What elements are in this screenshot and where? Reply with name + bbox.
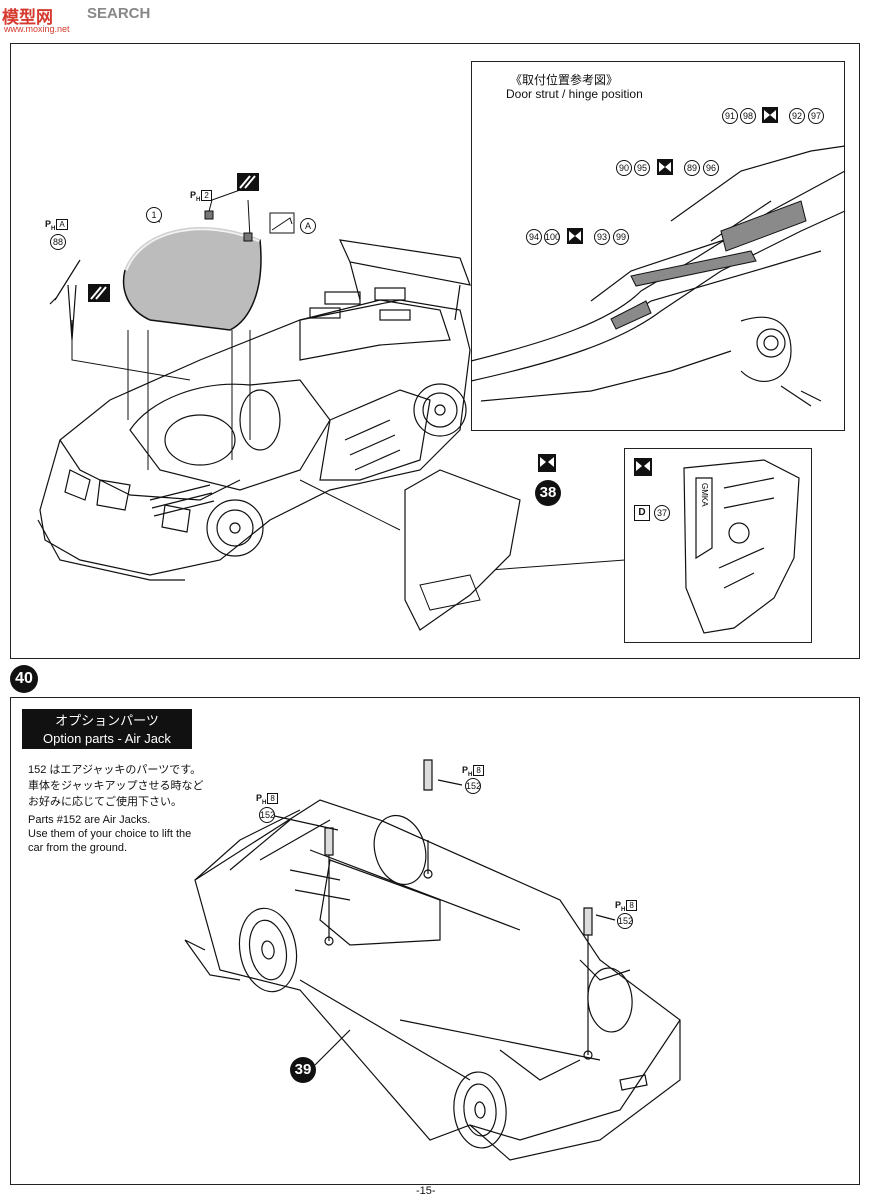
detail-part-37: 37 (654, 505, 670, 521)
step-40-badge: 40 (10, 665, 38, 693)
car-illustration-top (37, 114, 771, 631)
search-label: SEARCH (87, 5, 151, 22)
marker-a-label: A (300, 218, 316, 234)
air-jack-part-152: 152 (259, 807, 275, 823)
inset-door-detail (624, 448, 812, 643)
part-1-label: 1 (146, 207, 162, 223)
inset-part-100: 100 (544, 229, 560, 245)
inset-illustration (470, 145, 846, 407)
option-title-box: オプションパーツ Option parts - Air Jack (22, 709, 192, 749)
inset-part-98: 98 (740, 108, 756, 124)
inset-title-en: Door strut / hinge position (506, 87, 643, 101)
step-39-badge: 39 (290, 1057, 316, 1083)
step-38-badge: 38 (535, 480, 561, 506)
inset-part-91: 91 (722, 108, 738, 124)
note-en-line-3: car from the ground. (28, 842, 128, 854)
part-88-label: 88 (50, 234, 66, 250)
option-title-en: Option parts - Air Jack (43, 731, 171, 746)
note-jp-line-3: お好みに応じてご使用下さい。 (28, 796, 182, 808)
symmetry-icon (762, 107, 778, 123)
svg-text:GMKA: GMKA (700, 483, 709, 507)
symmetry-icon (567, 228, 583, 244)
door-part (404, 469, 521, 631)
inset-part-93: 93 (594, 229, 610, 245)
air-jack-part-152: 152 (617, 913, 633, 929)
door-detail-illustration: GMKA (683, 459, 800, 634)
note-en-line-1: Parts #152 are Air Jacks. (28, 814, 151, 826)
air-jack-part-152: 152 (465, 778, 481, 794)
bottom-panel (10, 697, 860, 1185)
symmetry-icon (657, 159, 673, 175)
note-en-line-2: Use them of your choice to lift the (28, 828, 192, 840)
inset-part-94: 94 (526, 229, 542, 245)
inset-part-97: 97 (808, 108, 824, 124)
inset-door-strut (471, 61, 845, 431)
symmetry-icon (538, 454, 556, 472)
inset-title-jp: 《取付位置参考図》 (510, 73, 619, 87)
page-number: -15- (416, 1185, 436, 1197)
inset-part-95: 95 (634, 160, 650, 176)
inset-part-90: 90 (616, 160, 632, 176)
option-title-jp: オプションパーツ (55, 713, 159, 728)
site-url: www.moxing.net (4, 24, 70, 34)
symmetry-icon (634, 458, 652, 476)
inset-part-99: 99 (613, 229, 629, 245)
note-jp-line-1: 152 はエアジャッキのパーツです。 (28, 764, 202, 776)
note-jp-line-2: 車体をジャッキアップさせる時など (28, 780, 204, 792)
inset-part-96: 96 (703, 160, 719, 176)
site-logo: 模型网 (2, 8, 53, 27)
inset-part-92: 92 (789, 108, 805, 124)
inset-part-89: 89 (684, 160, 700, 176)
detail-part-d: D (634, 505, 650, 521)
